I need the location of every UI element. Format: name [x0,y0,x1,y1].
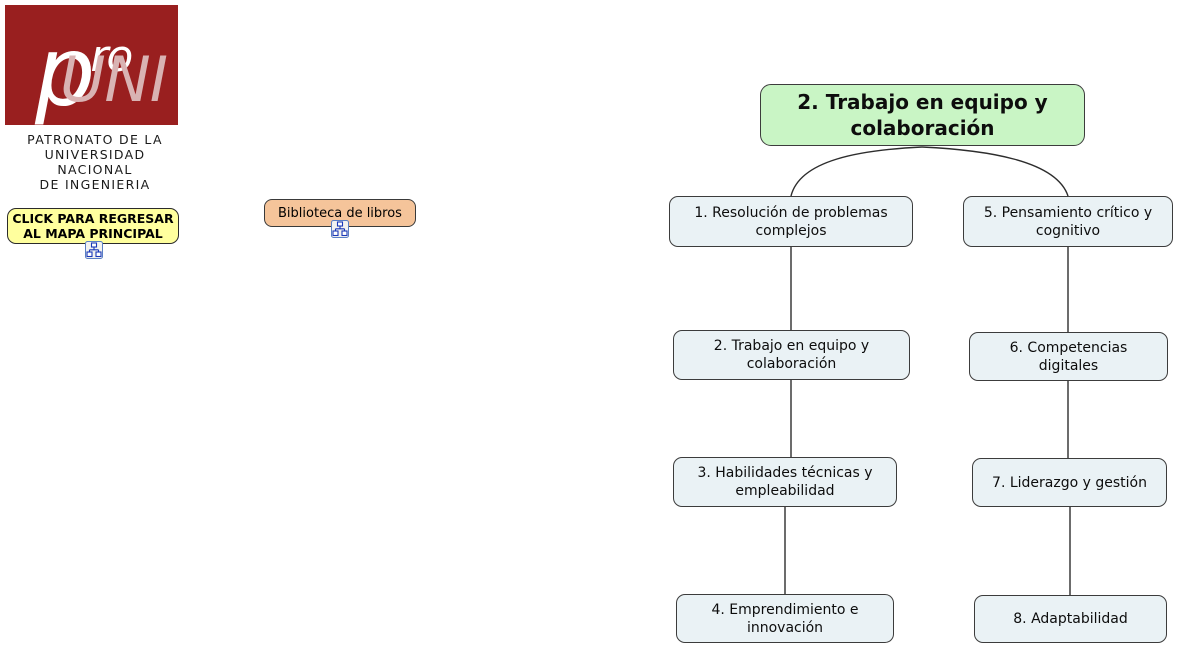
return-button-label-line-2: AL MAPA PRINCIPAL [23,226,163,241]
pronui-logo-block: pro UNI PATRONATO DE LA UNIVERSIDAD NACI… [5,5,185,192]
logo-caption-line-3: DE INGENIERIA [39,177,151,192]
mindmap-node-2-label: 2. Trabajo en equipo y colaboración [713,338,870,372]
logo-text-pro: pro [35,18,133,125]
mindmap-node-3-label: 3. Habilidades técnicas y empleabilidad [697,465,873,499]
mindmap-node-4[interactable]: 4. Emprendimiento e innovación [676,594,894,643]
mindmap-node-7[interactable]: 7. Liderazgo y gestión [972,458,1167,507]
mindmap-link-icon[interactable] [85,241,103,259]
mindmap-node-8-label: 8. Adaptabilidad [1013,611,1128,627]
mindmap-node-4-label: 4. Emprendimiento e innovación [711,601,859,636]
mindmap-node-6[interactable]: 6. Competencias digitales [969,332,1168,381]
mindmap-node-8[interactable]: 8. Adaptabilidad [974,595,1167,643]
logo-text-uni: UNI [60,43,168,116]
mindmap-node-7-label: 7. Liderazgo y gestión [992,474,1147,491]
mindmap-root-label: 2. Trabajo en equipo y colaboración [797,90,1048,140]
mindmap-node-5-label: 5. Pensamiento crítico y cognitivo [983,204,1153,239]
logo-caption-line-1: PATRONATO DE LA [27,132,163,147]
mindmap-node-1[interactable]: 1. Resolución de problemas complejos [669,196,913,247]
mindmap-node-3[interactable]: 3. Habilidades técnicas y empleabilidad [673,457,897,507]
mindmap-node-5[interactable]: 5. Pensamiento crítico y cognitivo [963,196,1173,247]
mindmap-root-node[interactable]: 2. Trabajo en equipo y colaboración [760,84,1085,146]
pronui-logo-mark: pro UNI [5,5,178,125]
mindmap-node-1-label: 1. Resolución de problemas complejos [694,204,888,239]
return-to-main-map-button[interactable]: CLICK PARA REGRESAR AL MAPA PRINCIPAL [7,208,179,244]
logo-caption: PATRONATO DE LA UNIVERSIDAD NACIONAL DE … [5,132,185,192]
biblioteca-label: Biblioteca de libros [278,205,402,221]
return-button-label-line-1: CLICK PARA REGRESAR [12,211,174,226]
mindmap-link-icon[interactable] [331,220,349,238]
mindmap-node-6-label: 6. Competencias digitales [1009,339,1128,374]
logo-caption-line-2: UNIVERSIDAD NACIONAL [44,147,146,177]
mindmap-node-2[interactable]: 2. Trabajo en equipo y colaboración [673,330,910,380]
